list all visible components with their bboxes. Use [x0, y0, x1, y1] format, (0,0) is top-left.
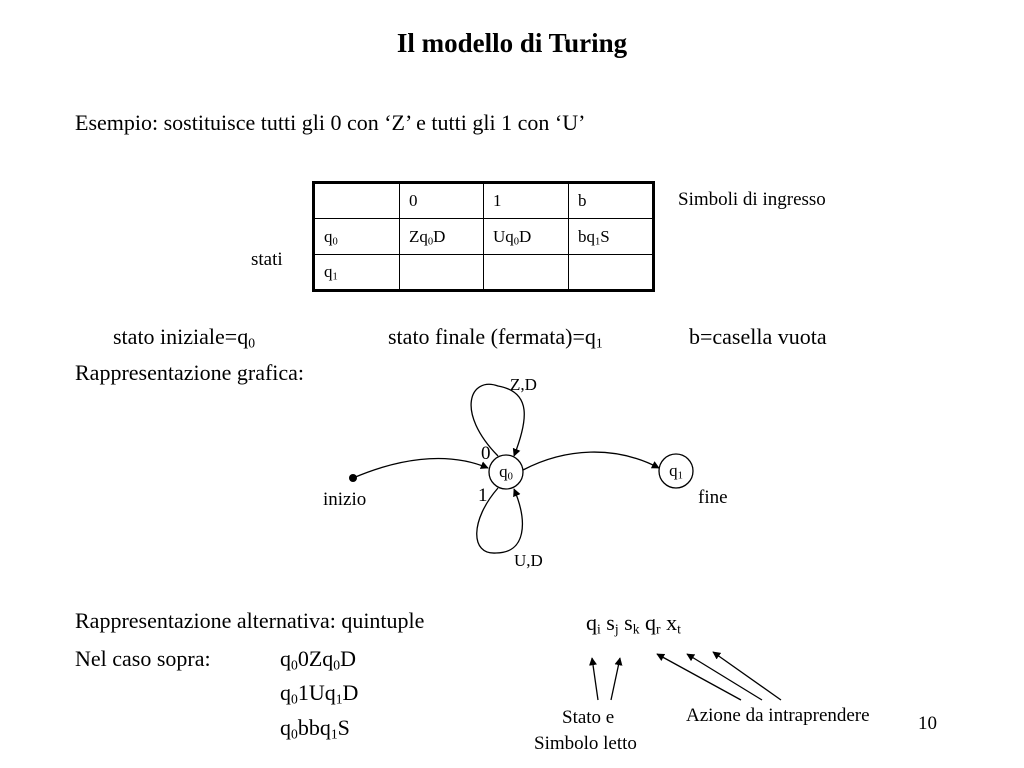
page-number: 10 — [918, 713, 937, 734]
read-symbol-1: 1 — [478, 485, 488, 506]
annotation-action: Azione da intraprendere — [686, 705, 870, 726]
start-label: inizio — [323, 489, 367, 510]
transition-cell: Zq0D — [399, 218, 484, 255]
arrow-to-sj — [610, 657, 623, 701]
self-loop-top-arrow — [470, 383, 525, 457]
transition-cell: Uq0D — [483, 218, 569, 255]
annotation-state-symbol-line1: Stato e — [562, 707, 615, 728]
table-corner-cell — [313, 182, 400, 219]
q0-to-q1-arrow — [522, 451, 660, 471]
arrow-to-qi — [589, 657, 599, 701]
loop-top-label: Z,D — [510, 375, 537, 394]
state-q1-label: q1 — [669, 461, 683, 482]
quintuple-line: q00Zq0D — [280, 646, 356, 673]
arrow-to-sk — [656, 653, 742, 701]
example-text: Esempio: sostituisce tutti gli 0 con ‘Z’… — [75, 110, 586, 135]
case-label: Nel caso sopra: — [75, 646, 211, 671]
arrow-to-qr — [686, 653, 763, 701]
table-row: q0 Zq0D Uq0D bq1S — [313, 218, 654, 255]
empty-cell — [568, 254, 654, 291]
annotation-state-symbol-line2: Simbolo letto — [534, 733, 637, 754]
state-q1-circle — [658, 453, 694, 489]
empty-cell — [483, 254, 569, 291]
state-q0-label: q0 — [499, 462, 513, 483]
states-label: stati — [251, 249, 283, 270]
table-header-cell: 1 — [483, 182, 569, 219]
blank-cell-text: b=casella vuota — [689, 324, 827, 349]
quintuple-form: qi sj sk qr xt — [586, 610, 681, 637]
start-transition-arrow — [352, 457, 489, 479]
state-q0-circle — [488, 454, 524, 490]
loop-bottom-label: U,D — [514, 551, 543, 570]
graph-heading: Rappresentazione grafica: — [75, 360, 305, 385]
initial-state-text: stato iniziale=q0 — [113, 324, 256, 351]
transition-table: 0 1 b q0 Zq0D Uq0D bq1S q1 — [312, 181, 655, 292]
state-cell: q1 — [313, 254, 400, 291]
arrow-to-xt — [712, 651, 782, 701]
empty-cell — [399, 254, 484, 291]
input-symbols-label: Simboli di ingresso — [678, 189, 826, 210]
read-symbol-0: 0 — [481, 443, 491, 464]
table-row: q1 — [313, 254, 654, 291]
quintuple-line: q01Uq1D — [280, 680, 359, 707]
final-state-text: stato finale (fermata)=q1 — [388, 324, 603, 351]
end-label: fine — [698, 487, 728, 508]
quintuple-line: q0bbq1S — [280, 715, 350, 742]
self-loop-bottom-arrow — [476, 487, 524, 554]
quintuples-heading: Rappresentazione alternativa: quintuple — [75, 608, 425, 633]
slide-title: Il modello di Turing — [396, 28, 628, 58]
